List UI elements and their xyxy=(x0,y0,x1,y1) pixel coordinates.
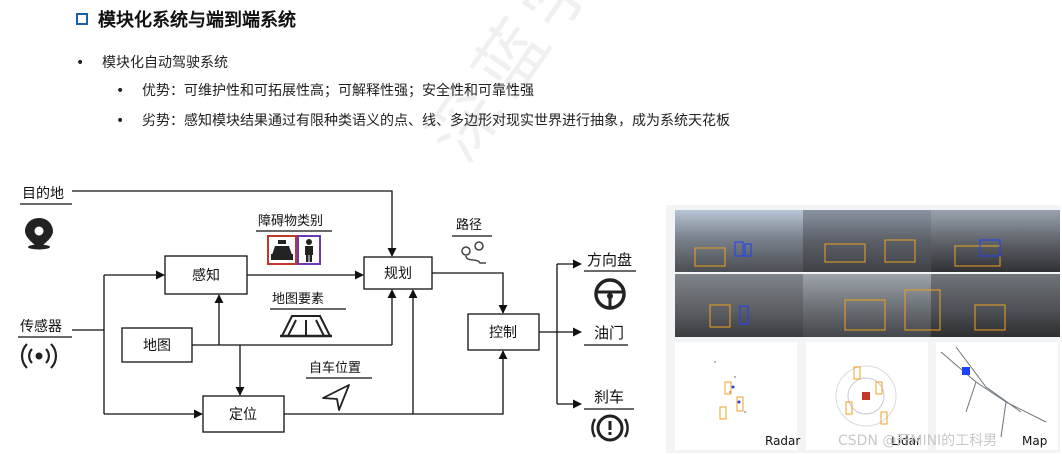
path-label: 路径 xyxy=(456,217,482,233)
destination-label: 目的地 xyxy=(22,186,64,202)
navigation-arrow-icon xyxy=(323,385,349,410)
perception-label: 感知 xyxy=(192,267,220,284)
signal-wave-icon xyxy=(22,344,56,368)
camera-views xyxy=(675,210,1060,337)
route-icon xyxy=(462,242,486,263)
throttle-label: 油门 xyxy=(594,324,624,342)
obstacle-class-label: 障碍物类别 xyxy=(258,214,323,229)
ego-position-label: 自车位置 xyxy=(309,360,361,376)
map-elements-label: 地图要素 xyxy=(272,292,324,307)
steering-wheel-icon xyxy=(596,280,624,308)
localization-label: 定位 xyxy=(229,407,257,423)
map-view-label: Map xyxy=(1022,434,1047,448)
detection-boxes xyxy=(675,210,1060,337)
radar-label: Radar xyxy=(765,434,800,448)
location-pin-icon xyxy=(25,218,53,250)
road-map-icon xyxy=(280,316,332,336)
map-label: 地图 xyxy=(143,338,171,354)
steering-label: 方向盘 xyxy=(587,251,632,269)
credit-watermark: CSDN @开MINI的工科男 xyxy=(838,430,997,450)
sensor-label: 传感器 xyxy=(20,318,62,335)
brake-warning-icon xyxy=(592,416,627,440)
brake-label: 刹车 xyxy=(594,388,624,406)
control-label: 控制 xyxy=(489,325,517,341)
connectors xyxy=(72,191,581,414)
planning-label: 规划 xyxy=(384,266,412,282)
pedestrian-icon xyxy=(298,236,320,264)
car-icon xyxy=(268,236,296,264)
radar-view: Radar xyxy=(675,342,797,450)
